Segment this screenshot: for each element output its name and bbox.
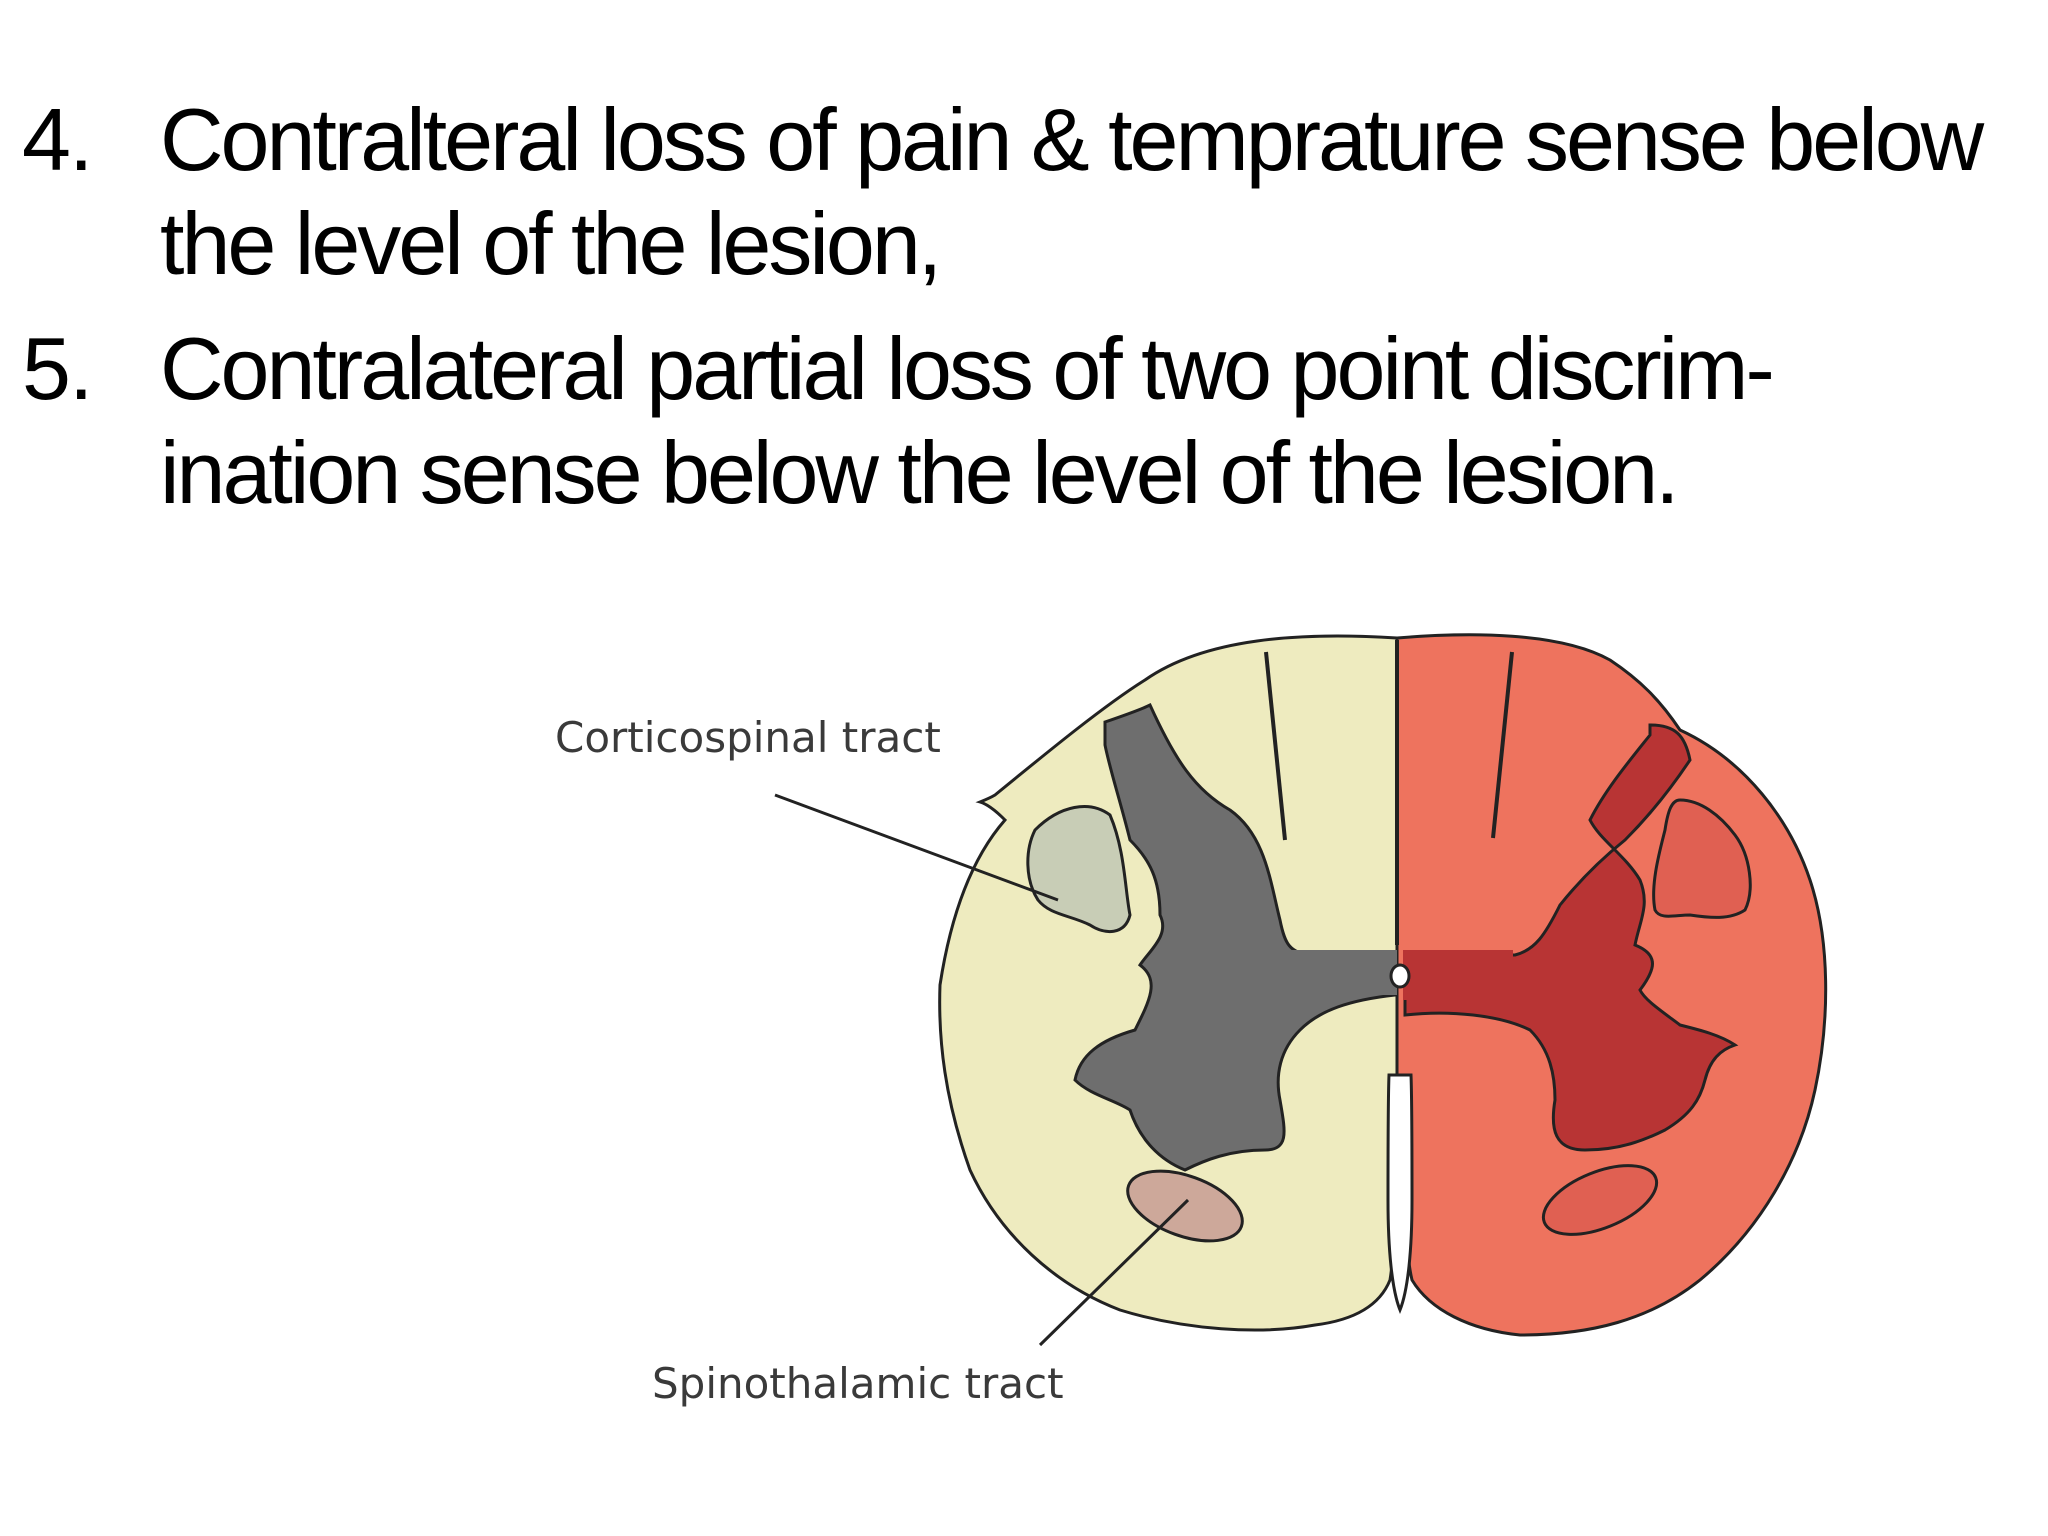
central-canal [1389, 963, 1411, 989]
list-item-text: Contralteral loss of pain & temprature s… [160, 88, 2030, 296]
list-item-line: the level of the lesion, [160, 194, 942, 293]
spinothalamic-leader-line [1038, 1198, 1190, 1347]
list-item-line: Contralateral partial loss of two point … [160, 319, 1775, 418]
list-item-number: 5. [22, 319, 93, 418]
corticospinal-tract-label: Corticospinal tract [555, 713, 941, 762]
corticospinal-leader-line [774, 793, 1059, 902]
numbered-list: 4. Contralteral loss of pain & tempratur… [0, 0, 2048, 522]
grey-matter-left [1073, 702, 1397, 1172]
grey-commissure-right [1403, 950, 1513, 1000]
posterior-intermediate-septum-left [1264, 651, 1287, 841]
list-item-number: 4. [22, 90, 93, 189]
spinothalamic-tract-right [1541, 1164, 1659, 1236]
corticospinal-tract-left [1026, 805, 1132, 934]
posterior-intermediate-septum-right [1491, 651, 1514, 839]
list-item-line: Contralteral loss of pain & temprature s… [160, 90, 1984, 189]
spinothalamic-tract-label: Spinothalamic tract [652, 1359, 1064, 1408]
grey-commissure-left [1250, 950, 1397, 995]
list-item-line: ination sense below the level of the les… [160, 423, 1680, 522]
list-item-text: Contralateral partial loss of two point … [160, 317, 2030, 525]
spinothalamic-tract-left [1126, 1169, 1244, 1243]
corticospinal-tract-right [1652, 798, 1752, 919]
anterior-median-fissure [1386, 1073, 1414, 1315]
grey-matter-right [1403, 723, 1739, 1152]
